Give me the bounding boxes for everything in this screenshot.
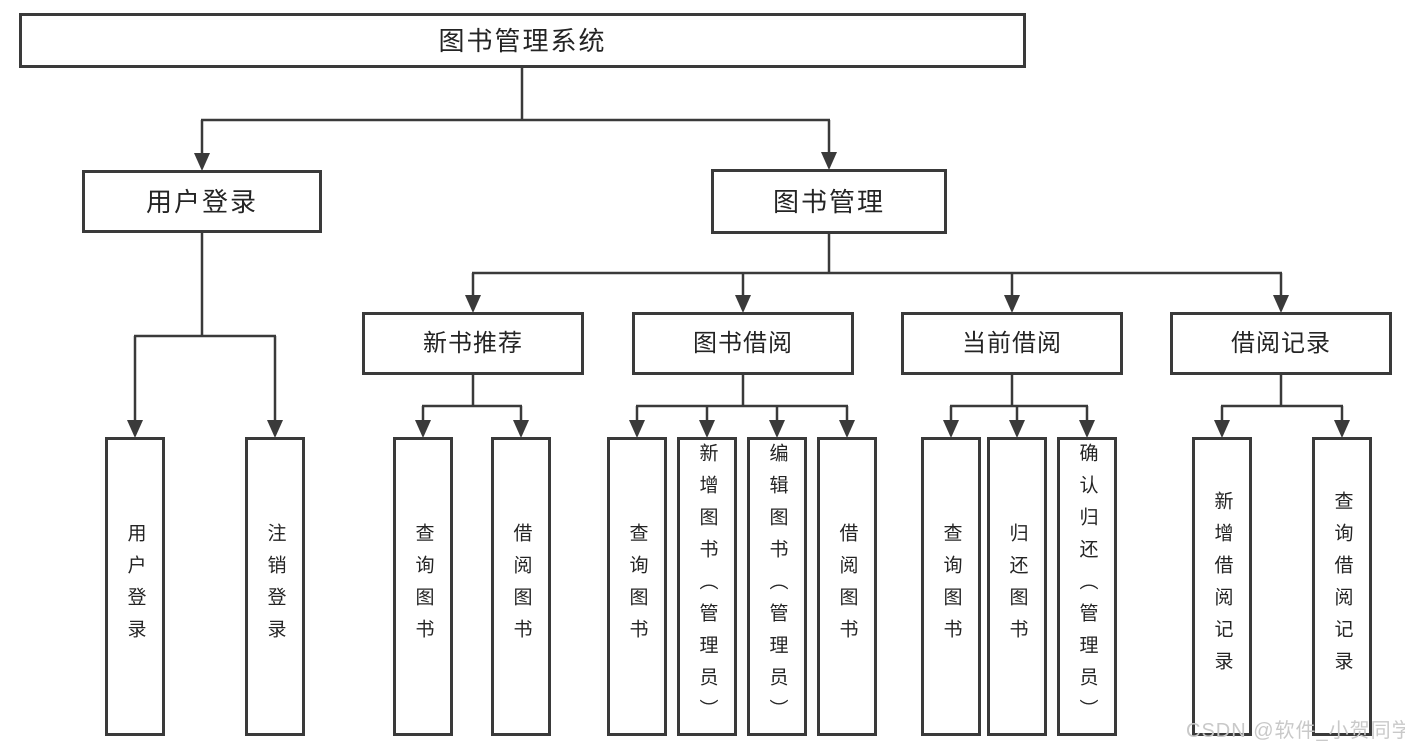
leaf-edit-books-admin-box: 编辑图书（管理员） <box>747 437 807 736</box>
arrowhead <box>839 420 855 438</box>
arrowhead <box>699 420 715 438</box>
leaf-query-books-current-label: 查询图书 <box>940 522 962 651</box>
leaf-query-books-current-box: 查询图书 <box>921 437 981 736</box>
connector-borrowing-children <box>629 375 855 438</box>
node-book-management-box: 图书管理 <box>711 169 947 234</box>
arrowhead <box>465 295 481 313</box>
arrowhead <box>513 420 529 438</box>
arrowhead <box>1334 420 1350 438</box>
leaf-return-books-label: 归还图书 <box>1006 522 1028 651</box>
connector-records-children <box>1214 375 1350 438</box>
node-current-borrowing-label: 当前借阅 <box>962 329 1062 357</box>
arrowhead <box>127 420 143 438</box>
node-current-borrowing-box: 当前借阅 <box>901 312 1123 375</box>
leaf-borrow-books-recommend-label: 借阅图书 <box>510 522 532 651</box>
node-book-management-label: 图书管理 <box>772 186 885 217</box>
leaf-user-login-box: 用户登录 <box>105 437 165 736</box>
connector-root-to-level2 <box>194 68 837 171</box>
node-user-login-box: 用户登录 <box>82 170 322 233</box>
node-book-borrowing-label: 图书借阅 <box>693 329 793 357</box>
arrowhead <box>629 420 645 438</box>
leaf-add-books-admin-box: 新增图书（管理员） <box>677 437 737 736</box>
leaf-query-borrow-record-label: 查询借阅记录 <box>1331 490 1353 683</box>
leaf-borrow-books-recommend-box: 借阅图书 <box>491 437 551 736</box>
node-book-borrowing-box: 图书借阅 <box>632 312 854 375</box>
leaf-add-borrow-record-box: 新增借阅记录 <box>1192 437 1252 736</box>
leaf-query-books-borrowing-label: 查询图书 <box>626 522 648 651</box>
leaf-edit-books-admin-label: 编辑图书（管理员） <box>766 442 788 731</box>
leaf-return-books-box: 归还图书 <box>987 437 1047 736</box>
node-borrowing-records-box: 借阅记录 <box>1170 312 1392 375</box>
csdn-watermark: CSDN @软件_小贺同学 <box>1186 720 1405 742</box>
arrowhead <box>735 295 751 313</box>
node-new-book-recommendation-label: 新书推荐 <box>423 329 523 357</box>
leaf-logout-box: 注销登录 <box>245 437 305 736</box>
leaf-confirm-return-admin-box: 确认归还（管理员） <box>1057 437 1117 736</box>
arrowhead <box>943 420 959 438</box>
leaf-borrow-books-borrowing-label: 借阅图书 <box>836 522 858 651</box>
node-library-system-label: 图书管理系统 <box>438 25 607 56</box>
connector-user-login-children <box>127 233 283 438</box>
node-borrowing-records-label: 借阅记录 <box>1231 329 1331 357</box>
leaf-query-books-borrowing-box: 查询图书 <box>607 437 667 736</box>
arrowhead <box>1009 420 1025 438</box>
leaf-add-books-admin-label: 新增图书（管理员） <box>696 442 718 731</box>
arrowhead <box>1079 420 1095 438</box>
leaf-user-login-label: 用户登录 <box>124 522 146 651</box>
connector-current-borrow-children <box>943 375 1095 438</box>
arrowhead <box>267 420 283 438</box>
leaf-query-books-recommend-box: 查询图书 <box>393 437 453 736</box>
arrowhead <box>1004 295 1020 313</box>
arrowhead <box>821 152 837 170</box>
arrowhead <box>1214 420 1230 438</box>
leaf-add-borrow-record-label: 新增借阅记录 <box>1211 490 1233 683</box>
node-new-book-recommendation-box: 新书推荐 <box>362 312 584 375</box>
arrowhead <box>194 153 210 171</box>
leaf-confirm-return-admin-label: 确认归还（管理员） <box>1076 442 1098 731</box>
node-user-login-label: 用户登录 <box>145 186 258 217</box>
leaf-query-books-recommend-label: 查询图书 <box>412 522 434 651</box>
leaf-query-borrow-record-box: 查询借阅记录 <box>1312 437 1372 736</box>
connector-recommend-children <box>415 375 529 438</box>
leaf-borrow-books-borrowing-box: 借阅图书 <box>817 437 877 736</box>
node-library-system-box: 图书管理系统 <box>19 13 1026 68</box>
arrowhead <box>415 420 431 438</box>
arrowhead <box>769 420 785 438</box>
arrowhead <box>1273 295 1289 313</box>
leaf-logout-label: 注销登录 <box>264 522 286 651</box>
connector-book-management-children <box>465 234 1289 313</box>
